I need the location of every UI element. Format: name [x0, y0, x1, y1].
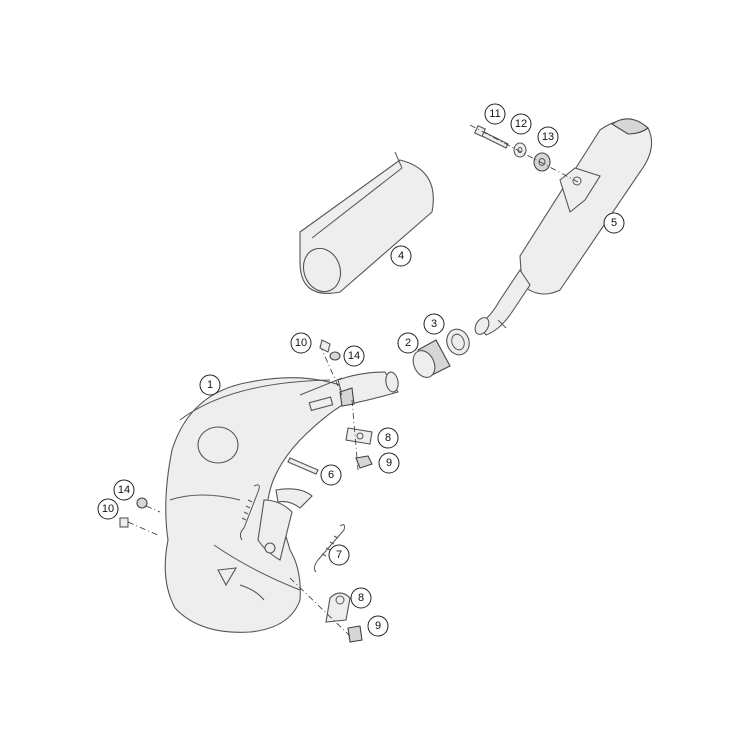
exhaust-pipe: [164, 371, 399, 633]
grommet: [533, 152, 551, 172]
washer: [513, 142, 527, 158]
callout-label: 9: [375, 620, 381, 632]
callout-9-upper: 9: [378, 452, 400, 474]
o-ring: [446, 328, 470, 356]
callout-label: 11: [489, 108, 500, 120]
callout-4: 4: [390, 245, 412, 267]
heat-shield-sleeve: [299, 151, 434, 294]
callout-label: 14: [348, 350, 360, 362]
callout-11: 11: [484, 103, 506, 125]
callout-label: 10: [295, 337, 307, 349]
silencer-bolt: [473, 124, 509, 149]
callout-10-left: 10: [97, 498, 119, 520]
callout-label: 12: [515, 118, 527, 130]
washer-left: [136, 497, 148, 509]
callout-label: 8: [358, 592, 364, 604]
callout-9-lower: 9: [367, 615, 389, 637]
callout-label: 3: [431, 318, 437, 330]
callout-13: 13: [537, 126, 559, 148]
callout-label: 2: [405, 337, 411, 349]
callout-6: 6: [320, 464, 342, 486]
nut-lower: [347, 625, 363, 643]
spring-rod: [287, 457, 319, 475]
callout-1: 1: [199, 374, 221, 396]
callout-8-upper: 8: [377, 427, 399, 449]
callout-7: 7: [328, 544, 350, 566]
callout-label: 5: [611, 217, 617, 229]
callout-label: 6: [328, 469, 334, 481]
spring-lower: [313, 524, 345, 573]
silencer: [474, 118, 653, 336]
bracket-upper: [345, 427, 373, 445]
bracket-lower: [325, 592, 351, 623]
callout-label: 14: [118, 484, 130, 496]
callout-14-upper: 14: [343, 345, 365, 367]
bolt-upper: [319, 339, 331, 353]
callout-label: 8: [385, 432, 391, 444]
bolt-left: [119, 517, 129, 528]
callout-5: 5: [603, 212, 625, 234]
washer-upper: [329, 351, 341, 361]
callout-2: 2: [397, 332, 419, 354]
callout-14-left: 14: [113, 479, 135, 501]
callout-label: 1: [207, 379, 213, 391]
nut-upper: [355, 455, 373, 469]
callout-label: 7: [336, 549, 342, 561]
callout-label: 4: [398, 250, 404, 262]
callout-10-upper: 10: [290, 332, 312, 354]
callout-3: 3: [423, 313, 445, 335]
callout-label: 13: [542, 131, 554, 143]
spring-upper: [239, 484, 260, 541]
callout-12: 12: [510, 113, 532, 135]
callout-label: 10: [102, 503, 114, 515]
callout-8-lower: 8: [350, 587, 372, 609]
callout-label: 9: [386, 457, 392, 469]
connector-sleeve: [412, 339, 451, 378]
